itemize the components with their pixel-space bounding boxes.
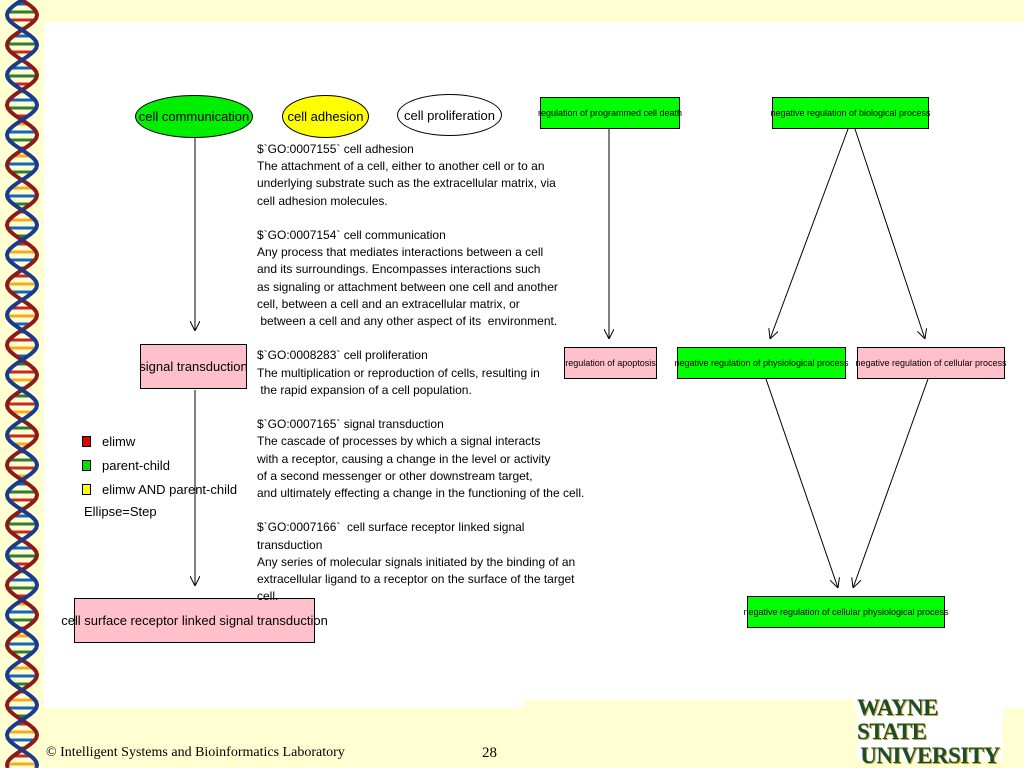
go-id-line: $`GO:0007154` cell communication	[257, 228, 446, 242]
legend-label: elimw AND parent-child	[102, 481, 238, 497]
legend-label: elimw	[102, 433, 136, 449]
go-id-line: $`GO:0007166` cell surface receptor link…	[257, 520, 525, 535]
description-line: The multiplication or reproduction of ce…	[257, 365, 540, 380]
edge-biological-to-physiological	[770, 128, 849, 339]
cell-adhesion-ellipse: cell adhesion	[282, 95, 369, 138]
legend-note: Ellipse=Step	[84, 504, 157, 519]
cell-surface-receptor-node: cell surface receptor linked signal tran…	[61, 598, 328, 643]
description-line: transduction	[257, 537, 323, 552]
go-term-descriptions: $`GO:0007155` cell adhesion The attachme…	[257, 141, 597, 623]
description-cell-adhesion: $`GO:0007155` cell adhesion The attachme…	[257, 141, 597, 210]
description-line: the rapid expansion of a cell population…	[257, 382, 472, 397]
legend-label: parent-child	[102, 457, 170, 473]
edge-biological-to-cellular	[854, 128, 925, 339]
description-cell-proliferation: $`GO:0008283` cell proliferation The mul…	[257, 347, 597, 399]
legend-swatch-yellow	[82, 483, 91, 495]
legend-item-parent-child: parent-child	[82, 453, 237, 477]
description-line: underlying substrate such as the extrace…	[257, 176, 556, 191]
negative-regulation-biological-process-node: negative regulation of biological proces…	[770, 97, 931, 129]
description-line: Any series of molecular signals initiate…	[257, 554, 576, 569]
description-line: The attachment of a cell, either to anot…	[257, 159, 545, 174]
description-signal-transduction: $`GO:0007165` signal transduction The ca…	[257, 416, 597, 502]
edge-physiological-to-cellular-physiological	[765, 378, 838, 588]
negative-regulation-cellular-physiological-process-node: negative regulation of cellular physiolo…	[743, 596, 949, 628]
negative-regulation-physiological-process-node: negative regulation of physiological pro…	[674, 347, 849, 379]
description-line: Any process that mediates interactions b…	[257, 245, 544, 260]
logo-line-2: UNIVERSITY	[860, 743, 1000, 768]
negative-regulation-cellular-process-node: negative regulation of cellular process	[855, 347, 1007, 379]
description-line: and its surroundings. Encompasses intera…	[257, 262, 541, 277]
cell-communication-ellipse: cell communication	[135, 95, 253, 138]
description-line: cell, between a cell and an extracellula…	[257, 296, 520, 311]
description-line: and ultimately effecting a change in the…	[257, 486, 585, 501]
description-cell-surface-receptor: $`GO:0007166` cell surface receptor link…	[257, 519, 597, 605]
go-id-line: $`GO:0007165` signal transduction	[257, 417, 444, 432]
signal-transduction-node: signal transduction	[139, 344, 248, 389]
logo-line-1: WAYNE STATE	[857, 695, 939, 744]
description-line: as signaling or attachment between one c…	[257, 279, 558, 294]
go-id-line: $`GO:0008283` cell proliferation	[257, 348, 428, 363]
dna-helix-decoration	[4, 0, 40, 768]
legend-item-elimw: elimw	[82, 429, 237, 453]
legend: elimw parent-child elimw AND parent-chil…	[82, 429, 237, 519]
cell-proliferation-ellipse: cell proliferation	[397, 94, 502, 136]
go-id-line: $`GO:0007155` cell adhesion	[257, 142, 414, 156]
regulation-of-apoptosis-node: regulation of apoptosis	[564, 347, 657, 379]
description-line: The cascade of processes by which a sign…	[257, 434, 541, 449]
legend-item-elimw-and-parent-child: elimw AND parent-child	[82, 477, 237, 501]
regulation-programmed-cell-death-node: regulation of programmed cell death	[538, 97, 682, 129]
description-line: cell.	[257, 589, 279, 604]
wayne-state-university-logo: WAYNE STATE UNIVERSITY	[857, 696, 1003, 768]
footer-copyright: © Intelligent Systems and Bioinformatics…	[46, 745, 345, 760]
bottom-band	[525, 700, 855, 768]
description-line: of a second messenger or other downstrea…	[257, 468, 533, 483]
legend-swatch-green	[82, 459, 91, 471]
description-line: extracellular ligand to a receptor on th…	[257, 572, 575, 587]
legend-swatch-red	[82, 435, 91, 447]
page-number: 28	[482, 745, 497, 761]
edge-cellular-to-cellular-physiological	[853, 378, 929, 588]
description-line: with a receptor, causing a change in the…	[257, 451, 551, 466]
description-line: between a cell and any other aspect of i…	[257, 314, 558, 329]
description-line: cell adhesion molecules.	[257, 193, 388, 208]
description-cell-communication: $`GO:0007154` cell communication Any pro…	[257, 227, 597, 330]
